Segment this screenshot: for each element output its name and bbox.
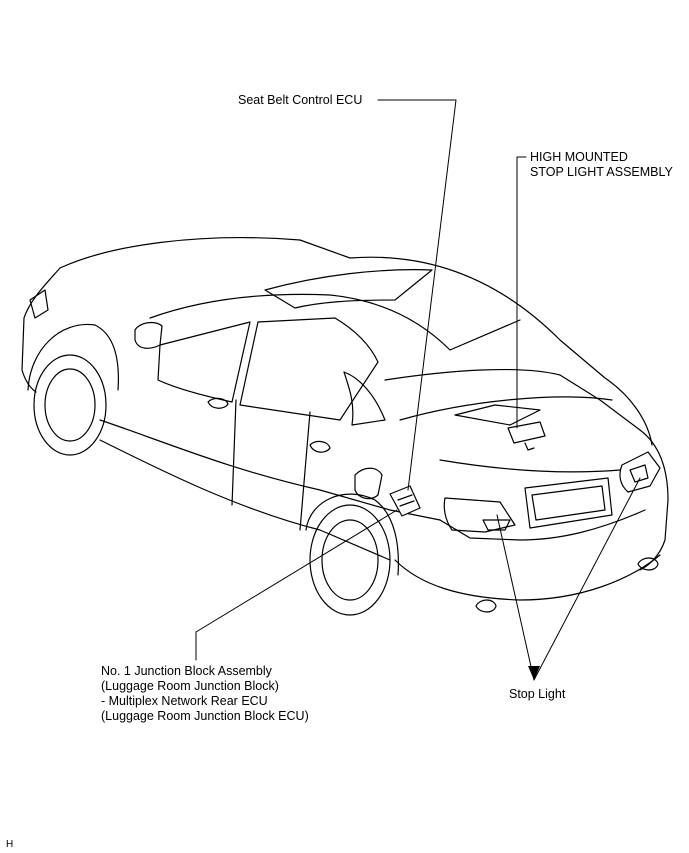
- front-wheel: [27, 323, 119, 456]
- leader-lines: [195, 99, 641, 681]
- rear-wheel: [305, 493, 399, 616]
- hmsl-leader: [516, 156, 527, 429]
- jb-leader: [195, 509, 398, 661]
- stop-light-label: Stop Light: [509, 687, 566, 701]
- junction-block-ecu: [389, 485, 421, 517]
- hmsl-label-line2: STOP LIGHT ASSEMBLY: [530, 165, 673, 179]
- jb-label-line3: - Multiplex Network Rear ECU: [101, 694, 268, 708]
- stop-leader-left: [496, 514, 535, 681]
- stop-leader-right: [533, 477, 641, 681]
- high-mounted-stop-light: [507, 421, 546, 451]
- hmsl-label-line1: HIGH MOUNTED: [530, 150, 628, 164]
- figure-code: H: [6, 839, 14, 850]
- jb-label-line4: (Luggage Room Junction Block ECU): [101, 709, 309, 723]
- jb-label-line2: (Luggage Room Junction Block): [101, 679, 279, 693]
- stop-light-arrow: [528, 666, 540, 680]
- hmsl-label: HIGH MOUNTED STOP LIGHT ASSEMBLY: [530, 150, 673, 180]
- jb-label-line1: No. 1 Junction Block Assembly: [101, 664, 272, 678]
- car-body-outline: [21, 237, 669, 613]
- seat-belt-ecu-label: Seat Belt Control ECU: [238, 93, 363, 107]
- seatbelt-leader: [377, 99, 457, 491]
- junction-block-label: No. 1 Junction Block Assembly (Luggage R…: [101, 664, 309, 724]
